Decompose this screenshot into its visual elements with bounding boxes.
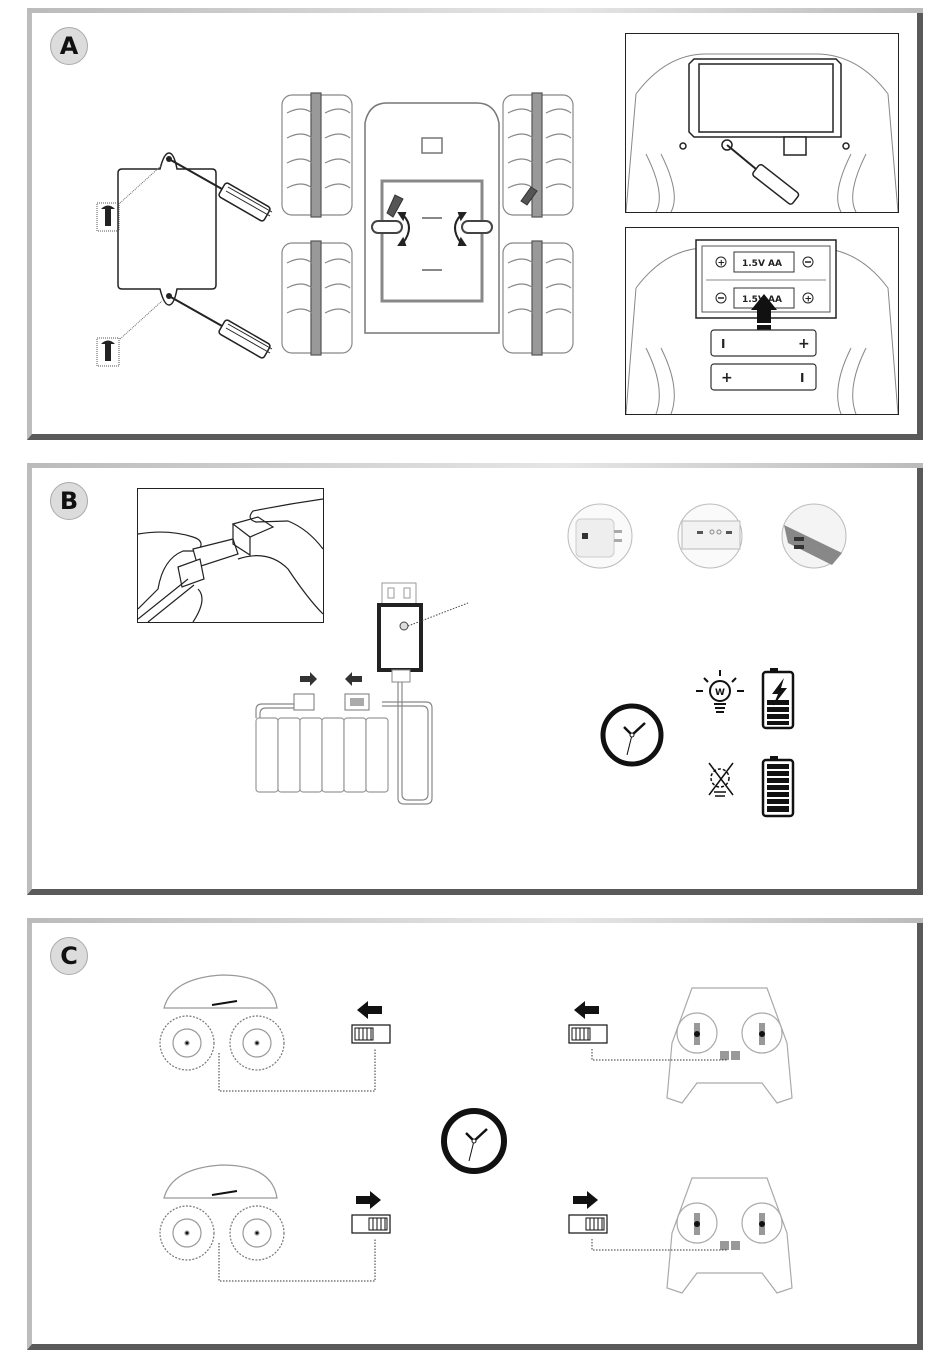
clock-icon <box>441 1108 507 1174</box>
screwdriver-icon <box>168 158 273 222</box>
aa-battery-1: I + <box>710 329 817 357</box>
section-c-badge: C <box>50 937 88 975</box>
left-arrow-icon <box>345 672 362 686</box>
section-b-panel: B <box>27 463 923 895</box>
svg-text:+: + <box>721 370 733 386</box>
usb-charger-battery-pack-illustration <box>255 582 469 805</box>
svg-text:+: + <box>805 295 813 305</box>
screw-icon <box>96 337 120 367</box>
power-sources <box>567 503 847 569</box>
power-bank-icon <box>781 503 847 569</box>
section-a-panel: A <box>27 8 923 440</box>
battery-pack <box>255 717 389 793</box>
battery-cover-screws-illustration <box>96 152 273 367</box>
section-b-badge: B <box>50 482 88 520</box>
charging-status: W <box>600 668 795 818</box>
svg-text:W: W <box>715 688 725 698</box>
controller-switch-on <box>568 1214 608 1234</box>
charging-cable <box>255 682 433 805</box>
battery-label-top: 1.5V AA <box>742 259 782 269</box>
section-a-badge: A <box>50 27 88 65</box>
wheel-front-right <box>502 92 574 218</box>
wheel-front-left <box>281 92 353 218</box>
usb-charger <box>377 582 469 683</box>
svg-text:I: I <box>800 371 804 385</box>
vehicle-underside-illustration <box>281 92 574 356</box>
battery-full-icon <box>761 756 795 818</box>
bulb-on-icon: W <box>696 670 744 713</box>
rotate-arrow-icon <box>371 212 410 246</box>
connector-female <box>293 693 315 711</box>
battery-cover <box>117 152 217 306</box>
right-arrow-icon <box>300 672 317 686</box>
clock-icon <box>600 703 664 767</box>
left-arrow-icon <box>357 1001 382 1019</box>
charger-led-icon <box>399 621 409 631</box>
vehicle-switch-on <box>351 1214 391 1234</box>
controller-switch-off <box>568 1024 608 1044</box>
bulb-off-icon <box>708 762 734 797</box>
battery-compartment <box>679 58 850 156</box>
rotate-arrow-icon <box>454 212 493 246</box>
svg-text:+: + <box>798 336 810 352</box>
vehicle-chassis <box>364 102 500 334</box>
aa-battery-2: + I <box>710 363 817 391</box>
right-arrow-icon <box>573 1191 598 1209</box>
controller-top <box>666 987 793 1104</box>
controller-cover-removal-illustration <box>625 33 899 213</box>
svg-text:+: + <box>718 259 726 269</box>
screwdriver-icon <box>386 186 538 218</box>
connector-plugging-hands-illustration <box>137 488 324 623</box>
screwdriver-icon <box>168 295 273 359</box>
controller-battery-insertion-illustration: 1.5V AA + 1.5V AA + I + <box>625 227 899 415</box>
screwdriver-icon <box>726 144 800 205</box>
wheel-rear-left <box>281 240 353 356</box>
wheel-rear-right <box>502 240 574 356</box>
right-arrow-icon <box>356 1191 381 1209</box>
svg-text:I: I <box>721 337 725 351</box>
vehicle-switch-off <box>351 1024 391 1044</box>
power-switch-illustrations <box>159 974 793 1294</box>
vehicle-side-top <box>159 974 285 1071</box>
left-arrow-icon <box>574 1001 599 1019</box>
section-c-panel: C <box>27 918 923 1350</box>
wall-adapter-icon <box>567 503 633 569</box>
controller-bottom <box>666 1177 793 1294</box>
vehicle-side-bottom <box>159 1164 285 1261</box>
screw-icon <box>96 202 120 232</box>
battery-slot-top: 1.5V AA + <box>715 251 814 273</box>
computer-usb-port-icon <box>677 503 743 569</box>
connector-male <box>344 693 370 711</box>
battery-charging-icon <box>761 668 795 730</box>
